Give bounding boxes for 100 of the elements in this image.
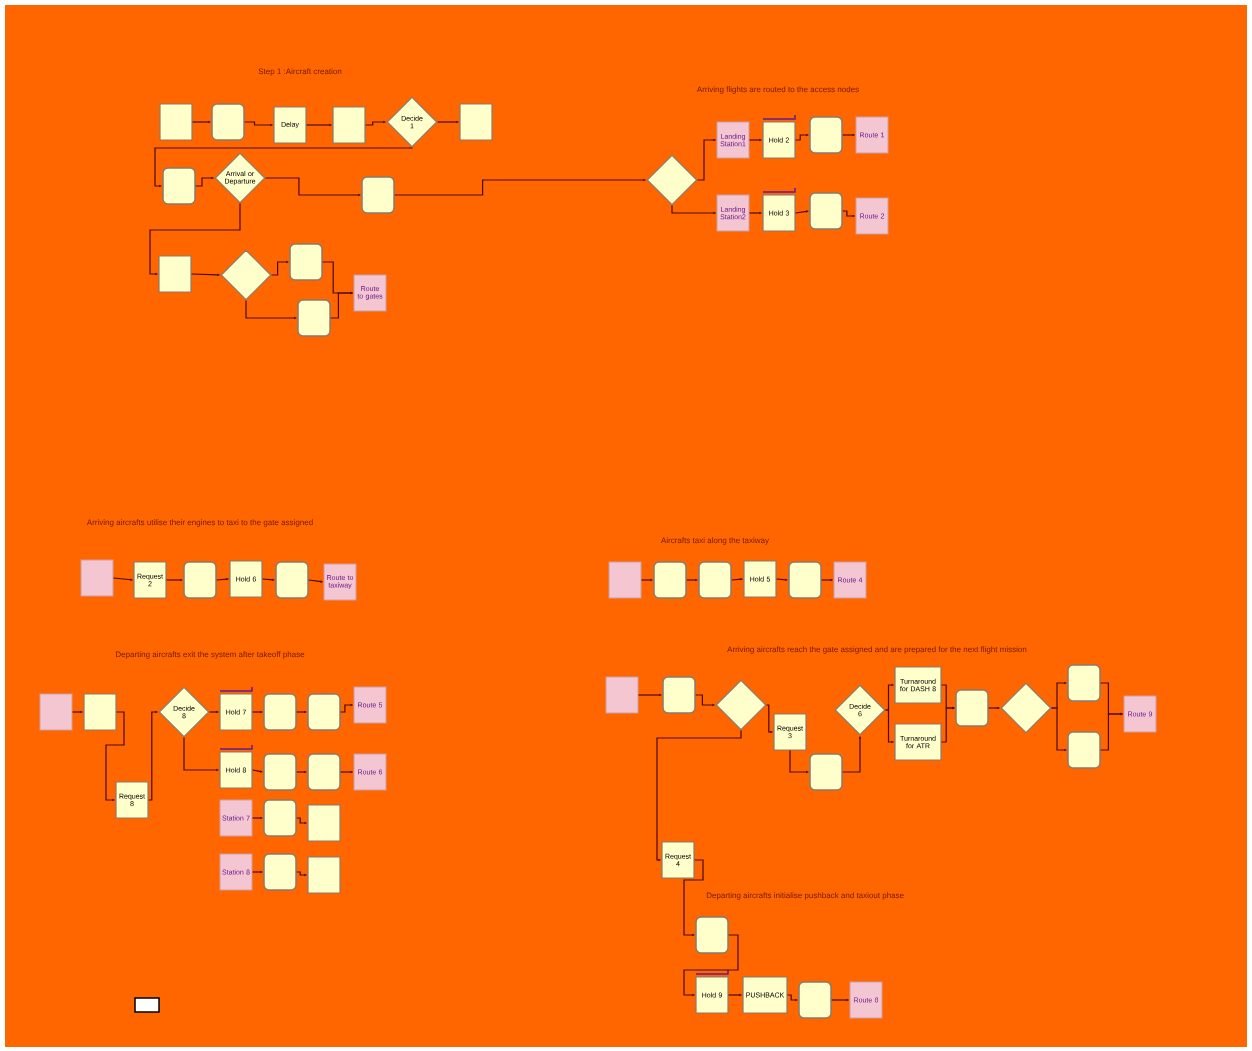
connector-arrow bbox=[697, 138, 716, 181]
section-heading: Step 1 :Aircraft creation bbox=[258, 68, 342, 76]
section-heading: Departing aircrafts initialise pushback and taxiout phase bbox=[706, 892, 904, 900]
connector-arrow bbox=[821, 578, 833, 582]
connector-arrow bbox=[340, 703, 353, 713]
assign-box bbox=[955, 689, 989, 727]
connector-arrow bbox=[795, 133, 809, 141]
connector-arrow bbox=[252, 769, 263, 773]
station-box bbox=[80, 559, 114, 597]
connector-arrow bbox=[192, 120, 211, 124]
decision-diamond bbox=[715, 679, 767, 731]
connector-arrow bbox=[748, 211, 762, 215]
connector-arrow bbox=[216, 578, 229, 581]
connector-arrow bbox=[340, 770, 353, 774]
connector-arrow bbox=[748, 138, 762, 142]
process-box bbox=[459, 103, 493, 141]
assign-box bbox=[698, 561, 732, 599]
connector-arrow bbox=[1051, 707, 1067, 752]
assign-box bbox=[211, 103, 245, 141]
decision-diamond bbox=[646, 154, 698, 206]
process-box bbox=[83, 693, 117, 731]
connector-arrow bbox=[365, 120, 386, 126]
connector-arrow bbox=[265, 177, 361, 197]
connector-arrow bbox=[789, 750, 809, 774]
connector-arrow bbox=[831, 998, 849, 1002]
assign-box bbox=[307, 693, 341, 731]
connector-arrow bbox=[637, 693, 662, 697]
connector-arrow bbox=[656, 730, 742, 862]
station-box bbox=[605, 676, 639, 714]
assign-box bbox=[263, 693, 297, 731]
assign-box bbox=[798, 981, 832, 1019]
decision-diamond bbox=[1000, 682, 1052, 734]
connector-arrow bbox=[251, 870, 263, 874]
process-box bbox=[159, 103, 193, 141]
section-heading: Departing aircrafts exit the system after takeoff phase bbox=[116, 651, 305, 659]
connector-arrow bbox=[296, 871, 307, 877]
connector-arrow bbox=[941, 706, 955, 743]
station-box bbox=[608, 561, 642, 599]
connector-arrow bbox=[1100, 712, 1123, 751]
section-heading: Arriving flights are routed to the access nodes bbox=[696, 86, 859, 94]
connector-arrow bbox=[149, 203, 241, 276]
connector-arrow bbox=[296, 817, 307, 825]
connector-arrow bbox=[195, 176, 214, 187]
connector-arrow bbox=[112, 577, 133, 581]
connector-arrow bbox=[686, 578, 698, 582]
connector-arrow bbox=[262, 578, 275, 581]
connector-arrow bbox=[191, 273, 220, 276]
connector-arrow bbox=[671, 205, 716, 215]
station-box bbox=[39, 693, 73, 731]
connector-arrow bbox=[695, 694, 715, 707]
connector-arrow bbox=[330, 291, 353, 319]
assign-box bbox=[653, 561, 687, 599]
process-box bbox=[158, 255, 192, 293]
connector-arrow bbox=[394, 178, 646, 196]
connector-arrow bbox=[251, 816, 263, 820]
connector-arrow bbox=[252, 710, 263, 714]
assign-box bbox=[809, 192, 843, 230]
connector-arrow bbox=[885, 683, 894, 711]
connector-arrow bbox=[105, 711, 125, 802]
connector-arrow bbox=[209, 710, 219, 714]
connector-arrow bbox=[154, 147, 413, 188]
connector-arrow bbox=[728, 993, 742, 997]
assign-box bbox=[263, 853, 297, 891]
assign-box bbox=[1067, 731, 1101, 769]
section-heading: Arriving aircrafts reach the gate assigned and are prepared for the next flight mission bbox=[727, 646, 1027, 654]
connector-arrow bbox=[308, 579, 323, 583]
connector-arrow bbox=[306, 123, 332, 127]
assign-box bbox=[1067, 664, 1101, 702]
connector-arrow bbox=[683, 934, 739, 997]
assign-box bbox=[183, 561, 217, 599]
connector-arrow bbox=[731, 578, 743, 581]
connector-arrow bbox=[244, 121, 273, 127]
connector-arrow bbox=[183, 737, 219, 772]
connector-arrow bbox=[885, 709, 894, 744]
connector-arrow bbox=[437, 120, 459, 124]
connector-arrow bbox=[776, 578, 788, 581]
connector-arrow bbox=[296, 770, 307, 774]
assign-box bbox=[297, 299, 331, 337]
assign-box bbox=[263, 799, 297, 837]
connector-arrow bbox=[683, 859, 704, 937]
connector-arrow bbox=[787, 994, 798, 1002]
assign-box bbox=[662, 676, 696, 714]
connector-arrow bbox=[766, 704, 773, 734]
section-heading: Arriving aircrafts utilise their engines to taxi to the gate assigned bbox=[86, 519, 313, 527]
process-box bbox=[332, 106, 366, 144]
connector-arrow bbox=[71, 710, 83, 714]
connector-arrow bbox=[842, 736, 862, 773]
assign-box bbox=[162, 167, 196, 205]
assign-box bbox=[361, 176, 395, 214]
process-box bbox=[307, 804, 341, 842]
connector-arrow bbox=[795, 210, 809, 214]
connector-arrow bbox=[988, 706, 1000, 710]
connector-arrow bbox=[842, 210, 855, 218]
process-box bbox=[307, 856, 341, 894]
decision-diamond bbox=[220, 249, 272, 301]
connector-arrow bbox=[245, 300, 297, 320]
connector-arrow bbox=[842, 133, 855, 137]
assign-box bbox=[275, 561, 309, 599]
assign-box bbox=[809, 753, 843, 791]
connector-arrow bbox=[148, 710, 158, 801]
